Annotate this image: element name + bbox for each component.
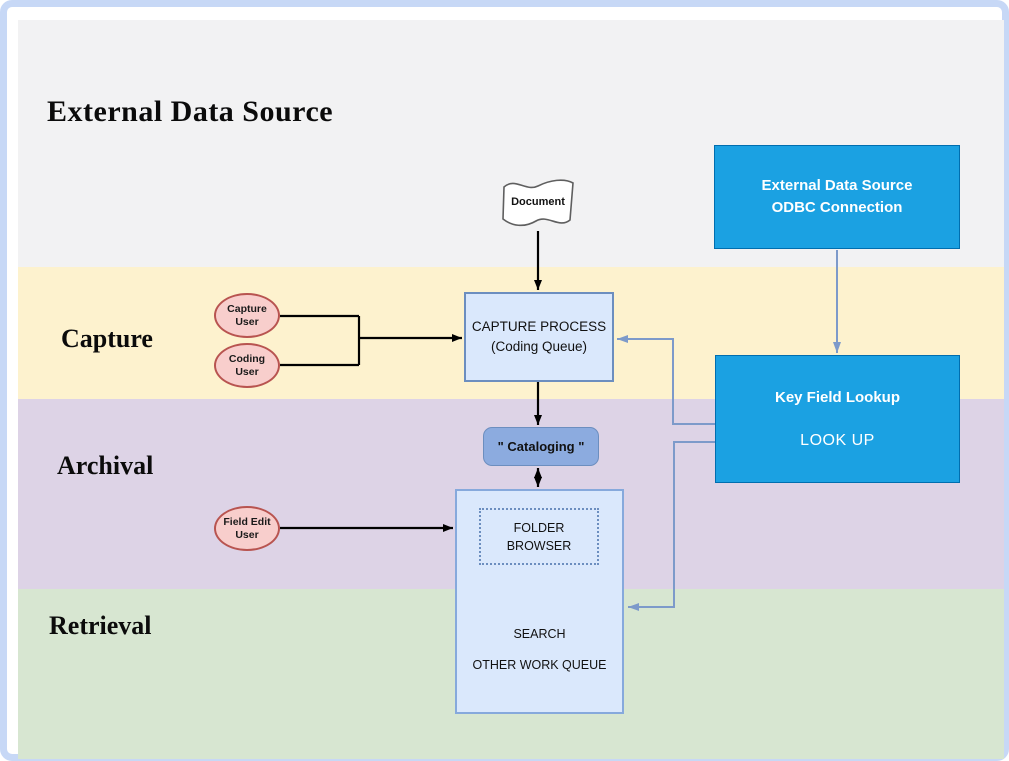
band-header: External Data Source [18, 20, 1004, 267]
capture-user-line2: User [235, 315, 259, 328]
coding-user-node[interactable]: Coding User [214, 343, 280, 388]
capture-process-line2: (Coding Queue) [490, 339, 588, 354]
document-label: Document [511, 196, 565, 208]
document-flag-icon [502, 179, 574, 227]
capture-user-node[interactable]: Capture User [214, 293, 280, 338]
band-label-archival: Archival [57, 451, 154, 480]
folder-browser-node[interactable]: FOLDER BROWSER [479, 508, 599, 565]
search-label: SEARCH [513, 627, 566, 641]
field-edit-user-node[interactable]: Field Edit User [214, 506, 280, 551]
coding-user-line1: Coding [228, 352, 266, 365]
odbc-connection-node[interactable]: External Data Source ODBC Connection [714, 145, 960, 249]
folder-browser-line2: BROWSER [506, 538, 572, 553]
band-label-retrieval: Retrieval [49, 611, 152, 640]
key-field-lookup-title: Key Field Lookup [774, 389, 900, 406]
odbc-label-line2: ODBC Connection [771, 199, 903, 216]
odbc-label-line1: External Data Source [761, 177, 913, 194]
other-work-queue-label: OTHER WORK QUEUE [472, 658, 607, 672]
field-edit-user-line2: User [235, 528, 259, 541]
key-field-lookup-node[interactable]: Key Field Lookup LOOK UP [715, 355, 960, 483]
capture-process-line1: CAPTURE PROCESS [471, 319, 607, 334]
field-edit-user-line1: Field Edit [223, 515, 271, 528]
capture-process-node[interactable]: CAPTURE PROCESS (Coding Queue) [464, 292, 614, 382]
folder-browser-line1: FOLDER [513, 520, 565, 535]
coding-user-line2: User [235, 365, 259, 378]
cataloging-label: " Cataloging " [497, 439, 585, 454]
band-label-capture: Capture [61, 324, 153, 353]
cataloging-node[interactable]: " Cataloging " [483, 427, 599, 466]
key-field-lookup-subtitle: LOOK UP [800, 432, 875, 449]
capture-user-line1: Capture [227, 302, 267, 315]
folder-container-node[interactable]: FOLDER BROWSER SEARCH OTHER WORK QUEUE [455, 489, 624, 714]
diagram-title: External Data Source [47, 95, 334, 128]
document-node[interactable]: Document [499, 174, 577, 231]
